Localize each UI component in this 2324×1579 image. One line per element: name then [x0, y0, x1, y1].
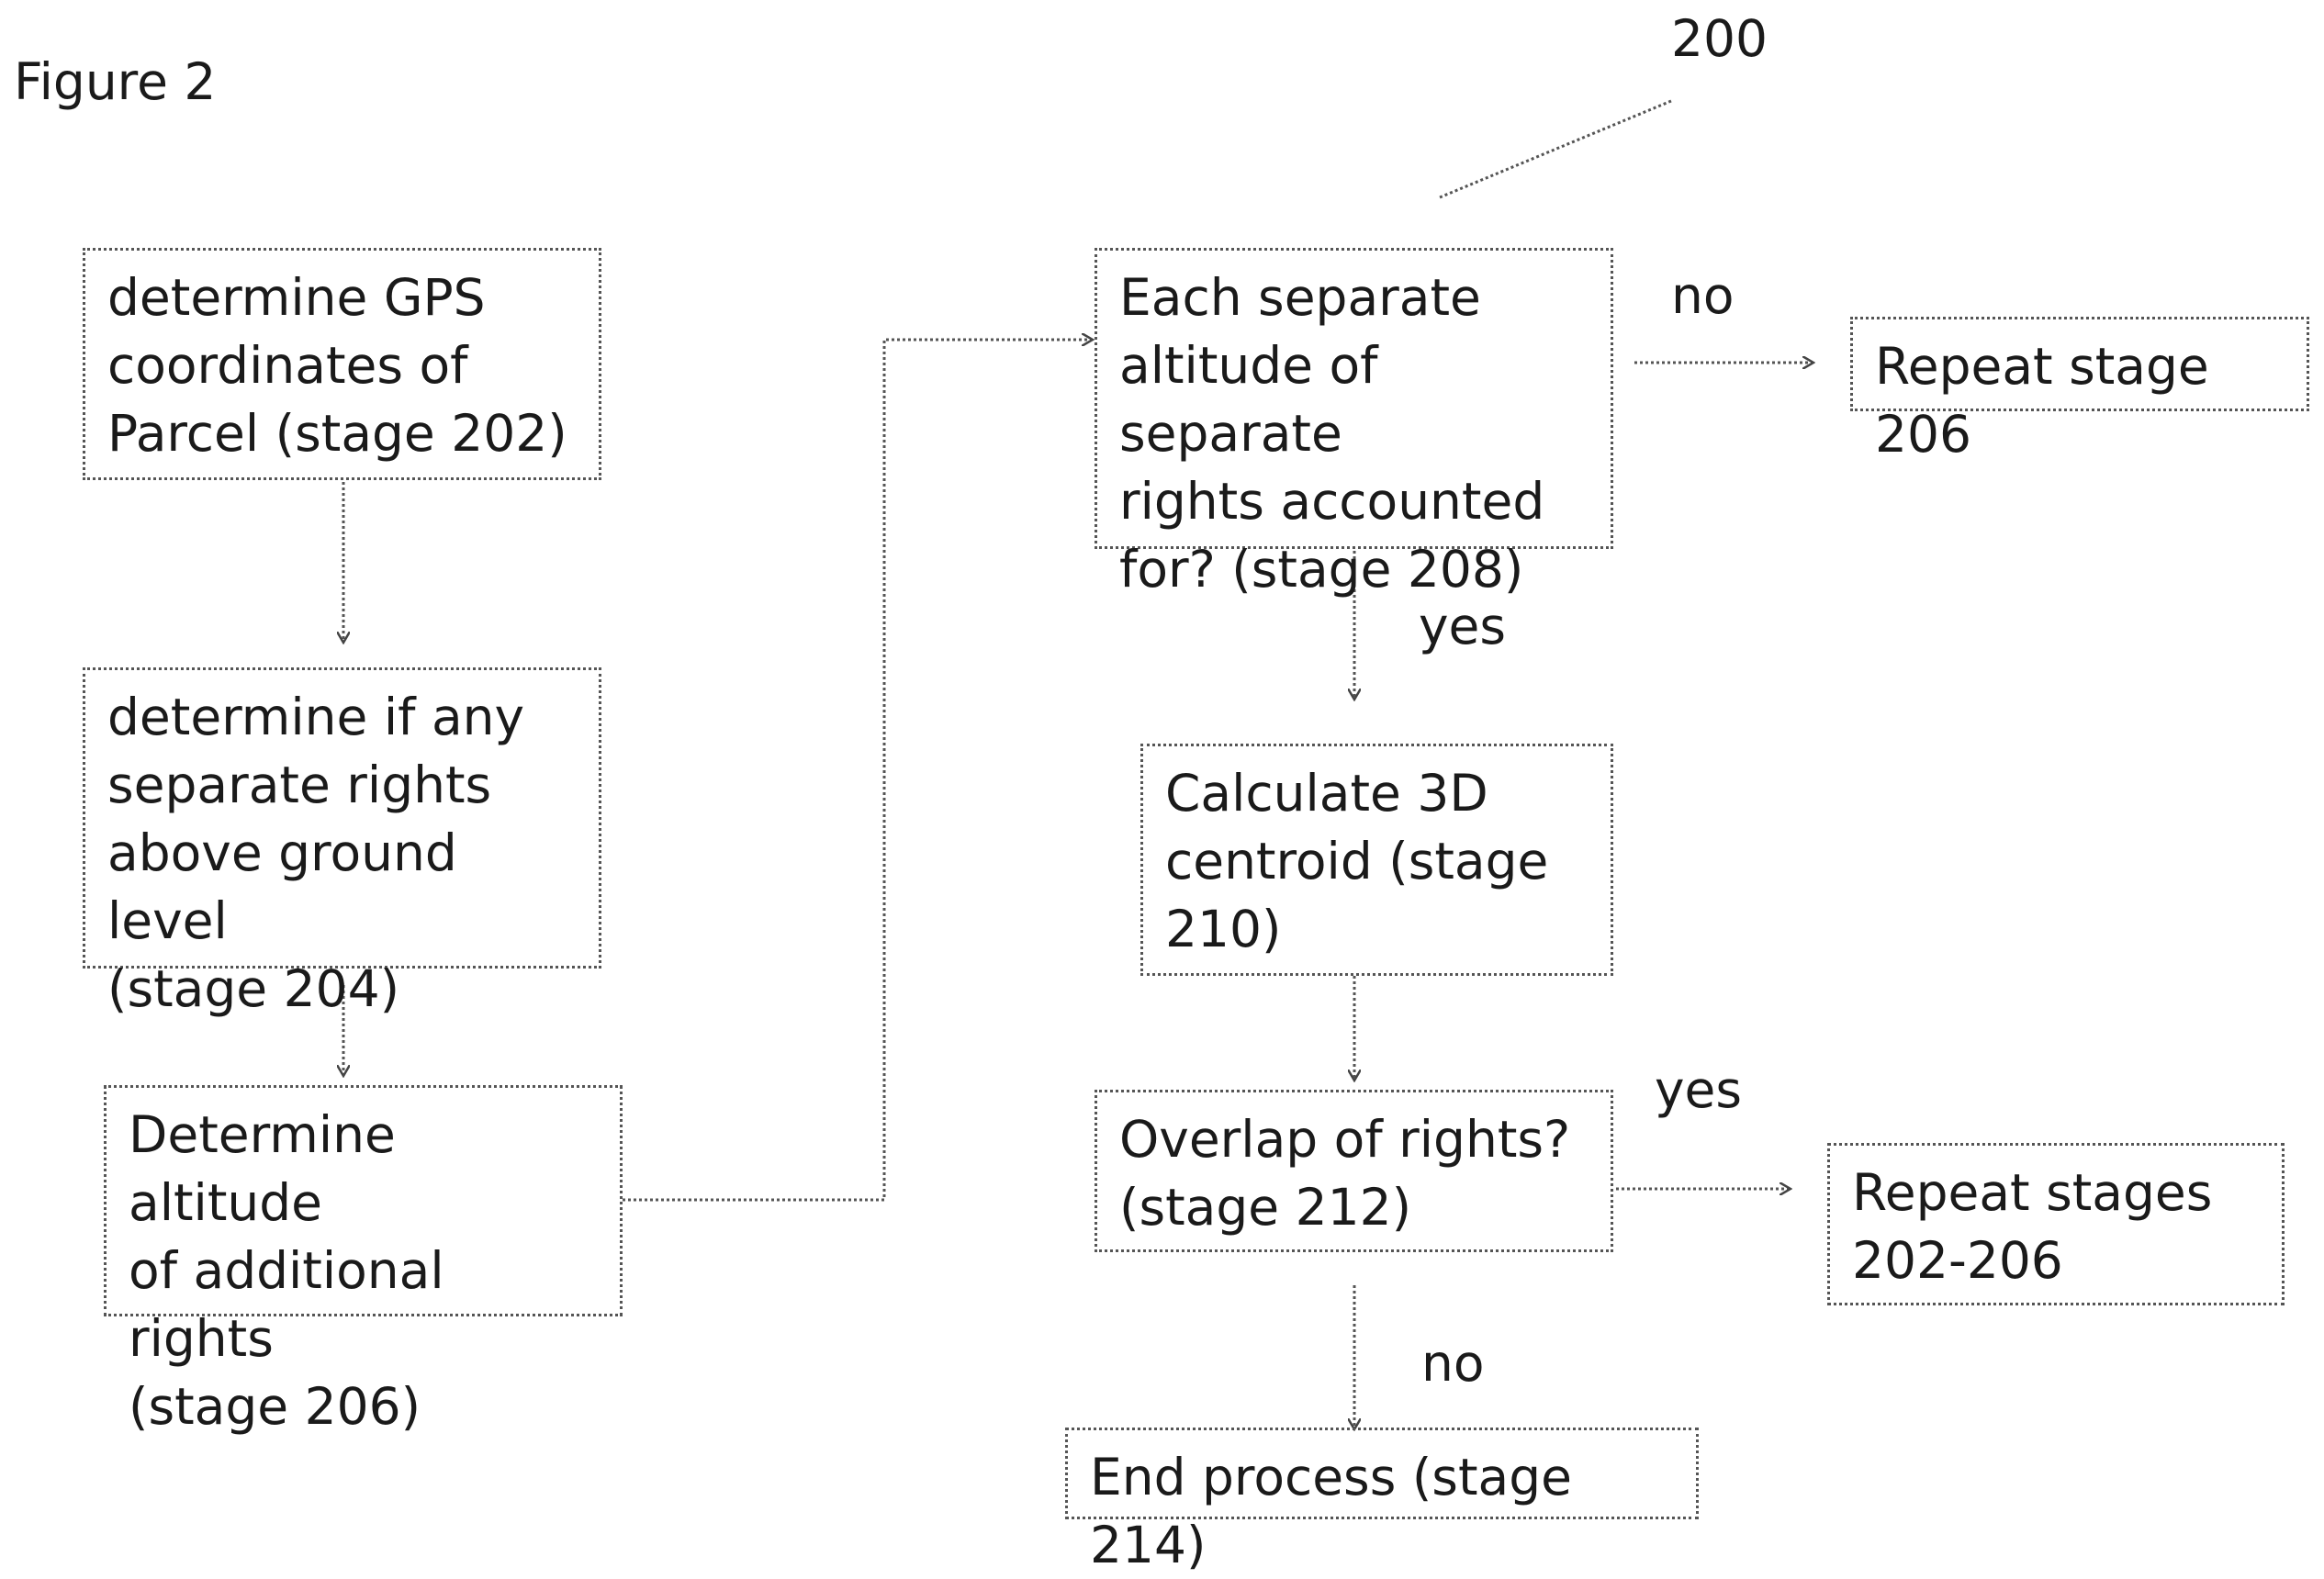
box-repeat-stages-202-206: Repeat stages 202-206: [1827, 1143, 2285, 1305]
box-repeat-stage-206: Repeat stage 206: [1850, 317, 2309, 411]
edge-label-yes-208: yes: [1419, 601, 1506, 652]
box-stage-204: determine if any separate rights above g…: [83, 667, 601, 969]
reference-numeral: 200: [1671, 14, 1768, 64]
box-stage-202: determine GPS coordinates of Parcel (sta…: [83, 248, 601, 480]
figure-label: Figure 2: [14, 57, 216, 107]
box-stage-208: Each separate altitude of separate right…: [1095, 248, 1613, 549]
box-stage-206: Determine altitude of additional rights …: [104, 1085, 623, 1316]
box-stage-210: Calculate 3D centroid (stage 210): [1140, 744, 1613, 976]
box-stage-212: Overlap of rights? (stage 212): [1095, 1090, 1613, 1252]
box-stage-214: End process (stage 214): [1065, 1428, 1699, 1519]
reference-leader-line: [1440, 101, 1671, 197]
edge-label-yes-212: yes: [1655, 1065, 1742, 1115]
edge-label-no-208: no: [1671, 271, 1735, 321]
arrow-206-to-208: [623, 340, 1093, 1200]
edge-label-no-212: no: [1421, 1338, 1485, 1389]
